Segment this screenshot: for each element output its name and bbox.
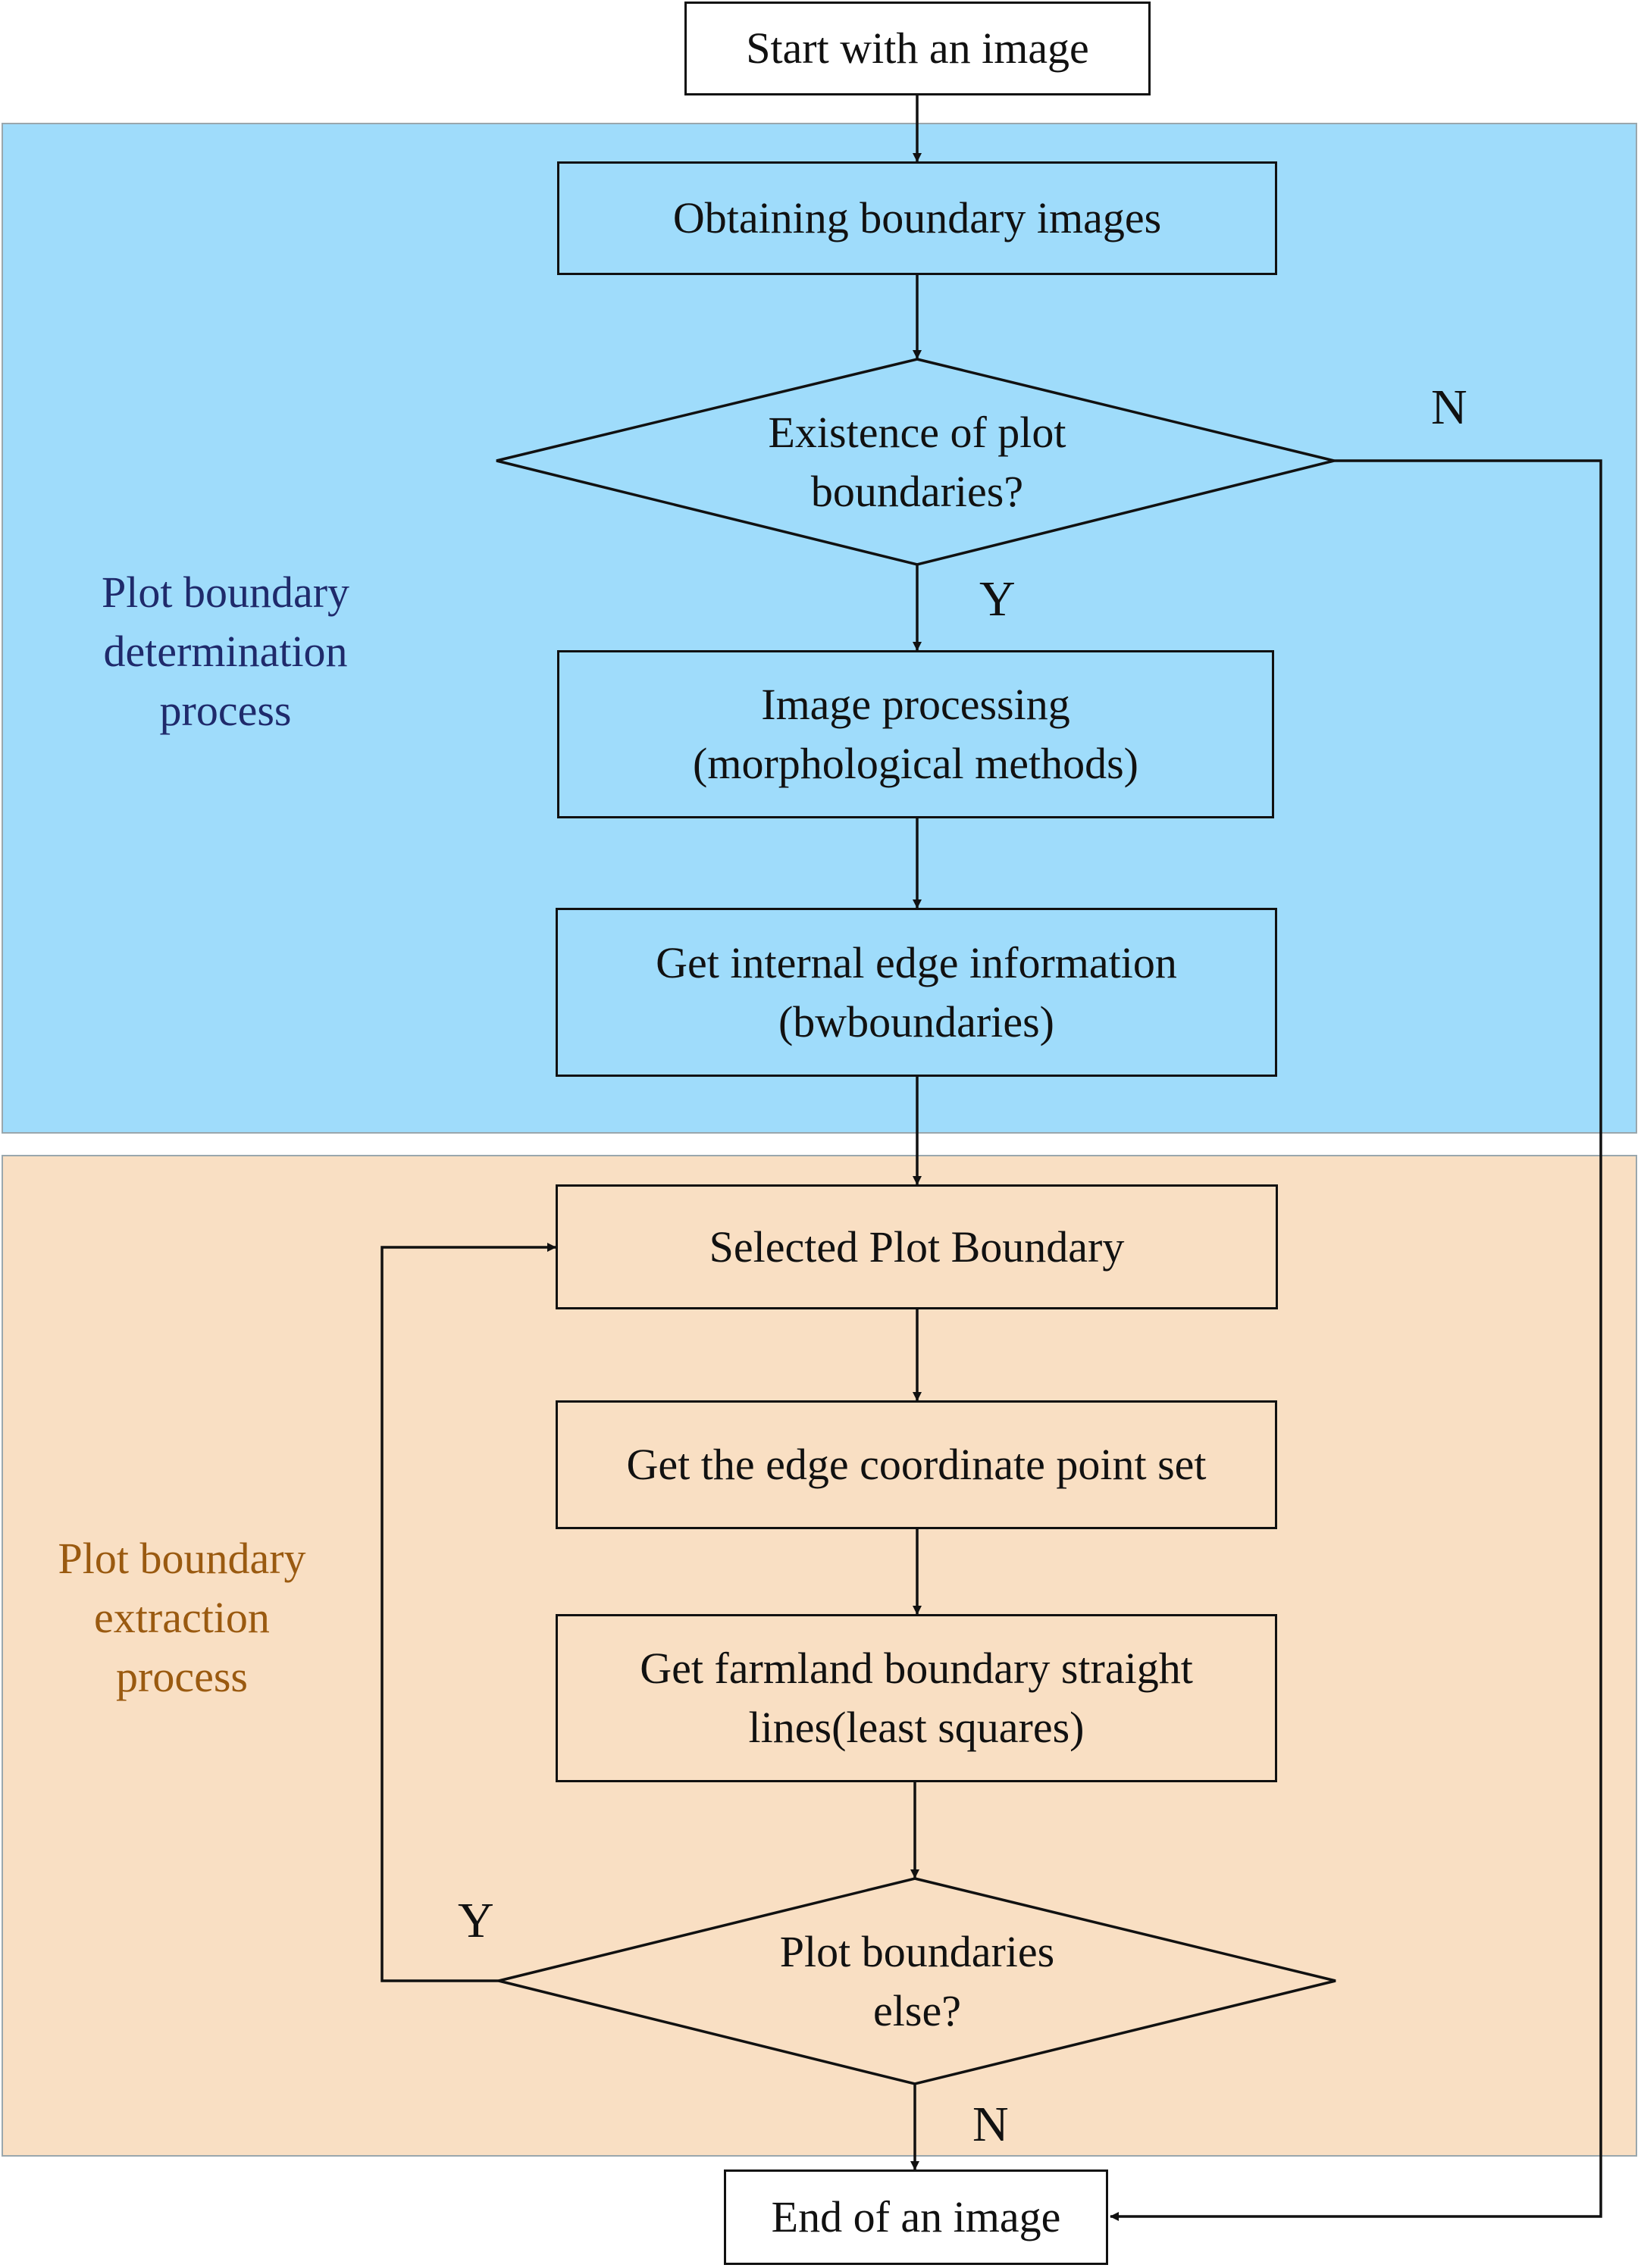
arrow-existence-no-to-end	[1110, 459, 1602, 2221]
else-decision-shape	[498, 1877, 1336, 2085]
straight-lines-node: Get farmland boundary straight lines(lea…	[556, 1614, 1277, 1782]
existence-decision-shape	[496, 358, 1335, 566]
end-node: End of an image	[724, 2169, 1108, 2265]
else-decision-text: Plot boundaries else?	[779, 1927, 1055, 2035]
determination-region-label: Plot boundary determination process	[101, 568, 350, 735]
determination-region	[2, 123, 1637, 1134]
internal-edge-node: Get internal edge information (bwboundar…	[556, 908, 1277, 1077]
else-no-label: N	[972, 2097, 1009, 2152]
existence-no-label: N	[1431, 380, 1467, 435]
extraction-region	[2, 1155, 1637, 2157]
extraction-region-label: Plot boundary extraction process	[58, 1534, 306, 1701]
existence-yes-label: Y	[979, 571, 1016, 627]
arrow-else-yes-loop	[380, 1243, 556, 1982]
existence-decision-text: Existence of plot boundaries?	[768, 408, 1066, 516]
image-processing-node: Image processing (morphological methods)	[557, 650, 1274, 818]
edge-point-set-node: Get the edge coordinate point set	[556, 1400, 1277, 1529]
else-yes-label: Y	[458, 1893, 494, 1948]
selected-plot-boundary-node: Selected Plot Boundary	[556, 1184, 1278, 1309]
obtain-boundary-images-node: Obtaining boundary images	[557, 161, 1277, 275]
start-node: Start with an image	[684, 2, 1151, 95]
